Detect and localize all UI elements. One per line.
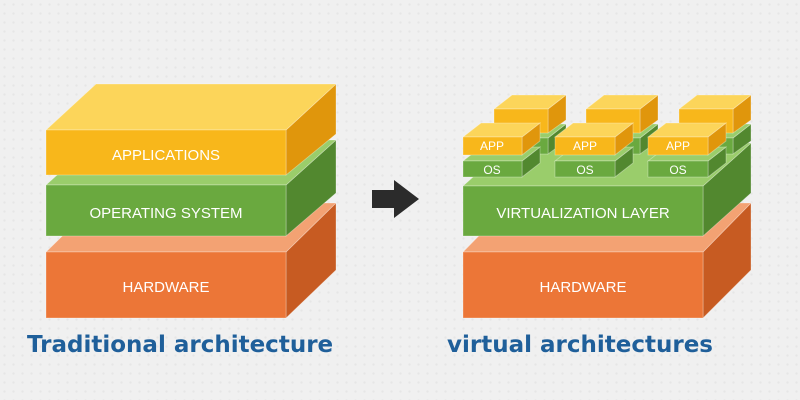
vm-stack-front-row: OS APP OS APP OS — [461, 122, 728, 178]
vm-3-app-label: APP — [666, 139, 690, 153]
traditional-os-label: OPERATING SYSTEM — [89, 205, 242, 222]
vm-3: OS APP — [646, 122, 728, 178]
vm-1-app-label: APP — [480, 139, 504, 153]
vm-2-app-label: APP — [573, 139, 597, 153]
vm-3-os-label: OS — [669, 163, 686, 177]
vm-1: OS APP — [461, 122, 542, 178]
vm-2: OS APP — [553, 122, 635, 178]
traditional-stack: HARDWARE OPERATING SYSTEM APPLICATIONS — [44, 83, 338, 319]
vm-1-os-label: OS — [483, 163, 500, 177]
right-arrow-icon — [372, 180, 419, 218]
traditional-architecture-caption: Traditional architecture — [27, 332, 334, 358]
traditional-applications-block: APPLICATIONS — [44, 83, 338, 176]
traditional-applications-label: APPLICATIONS — [112, 147, 220, 164]
virtual-stack: HARDWARE VIRTUALIZATION LAYER — [461, 94, 753, 319]
virtual-hardware-label: HARDWARE — [540, 279, 627, 296]
virtual-architectures-caption: virtual architectures — [447, 332, 713, 358]
virtual-virtualization-label: VIRTUALIZATION LAYER — [496, 205, 670, 222]
vm-2-os-label: OS — [576, 163, 593, 177]
traditional-hardware-label: HARDWARE — [123, 279, 210, 296]
